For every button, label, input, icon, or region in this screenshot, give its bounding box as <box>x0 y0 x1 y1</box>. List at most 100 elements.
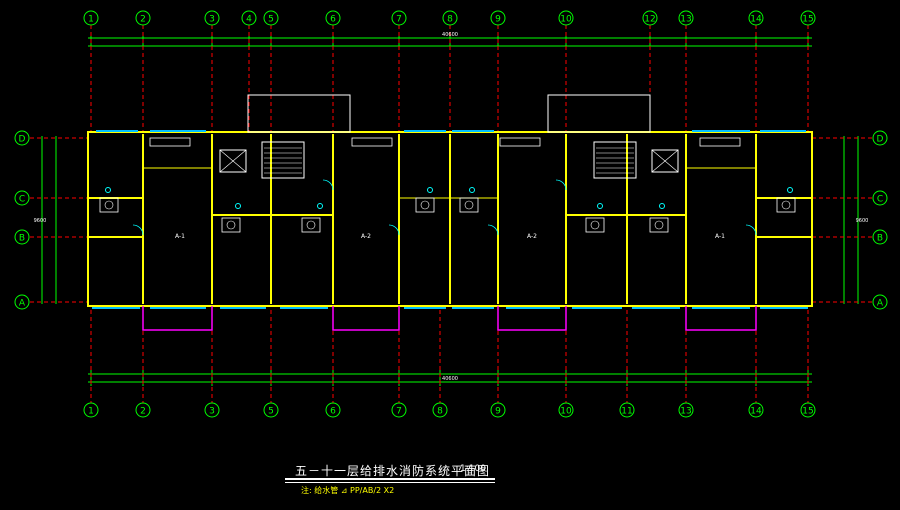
axis-bottom-5-label: 5 <box>268 407 274 417</box>
axis-bottom-9-circle <box>490 402 506 418</box>
axis-left-A-label: A <box>19 299 26 309</box>
axis-top-10-label: 10 <box>560 15 572 25</box>
axis-top-14-label: 14 <box>750 15 762 25</box>
pipe-riser-2 <box>235 203 241 209</box>
outer-wall <box>87 131 813 307</box>
door-swing-4 <box>388 224 400 236</box>
axis-left-C-label: C <box>19 195 25 205</box>
axis-bottom-2-circle <box>135 402 151 418</box>
balcony-2 <box>497 306 567 331</box>
room-label-a2-left: A-2 <box>361 233 371 240</box>
pipe-riser-4 <box>427 187 433 193</box>
axis-top-9-label: 9 <box>495 15 501 25</box>
axis-top-4-circle <box>241 10 257 26</box>
pipe-riser-7 <box>659 203 665 209</box>
stair-right <box>593 141 637 179</box>
kitchen-counter-1 <box>351 137 393 147</box>
fixture-bowl-1 <box>781 200 791 210</box>
axis-top-15-circle <box>800 10 816 26</box>
axis-bottom-10-circle <box>558 402 574 418</box>
pipe-riser-1 <box>787 187 793 193</box>
title-underline <box>285 478 495 480</box>
axis-left-A-circle <box>14 294 30 310</box>
axis-top-12-circle <box>642 10 658 26</box>
axis-top-1-circle <box>83 10 99 26</box>
sanitary-fixture-7 <box>649 217 669 233</box>
axis-left-B-circle <box>14 229 30 245</box>
axis-top-13-circle <box>678 10 694 26</box>
axis-top-5-label: 5 <box>268 15 274 25</box>
sanitary-fixture-2 <box>221 217 241 233</box>
room-label-a2-right: A-2 <box>527 233 537 240</box>
axis-top-14-circle <box>748 10 764 26</box>
axis-top-4-label: 4 <box>246 15 252 25</box>
axis-bottom-15-label: 15 <box>802 407 813 417</box>
sanitary-fixture-3 <box>301 217 321 233</box>
axis-top-6-label: 6 <box>330 15 336 25</box>
axis-bottom-8-circle <box>432 402 448 418</box>
axis-left-D-label: D <box>19 135 26 145</box>
axis-bottom-10-label: 10 <box>560 407 572 417</box>
axis-bottom-14-circle <box>748 402 764 418</box>
top-total-dim: 40600 <box>442 32 458 38</box>
elevator-right <box>651 149 679 173</box>
walls <box>87 94 813 331</box>
fixture-bowl-6 <box>590 220 600 230</box>
bottom-total-dim: 40600 <box>442 376 458 382</box>
door-swing-3 <box>555 179 567 191</box>
axis-bottom-13-circle <box>678 402 694 418</box>
pipe-riser-5 <box>469 187 475 193</box>
axis-left-C-circle <box>14 190 30 206</box>
kitchen-counter-3 <box>699 137 741 147</box>
axis-top-13-label: 13 <box>680 15 691 25</box>
pipe-riser-3 <box>317 203 323 209</box>
drawing-note: 注: 给水管 ⊿ PP/AB/2 X2 <box>301 486 395 495</box>
sanitary-fixture-4 <box>415 197 435 213</box>
axis-right-B-circle <box>872 229 888 245</box>
axis-bottom-6-circle <box>325 402 341 418</box>
kitchen-counter-2 <box>499 137 541 147</box>
door-swing-2 <box>322 179 334 191</box>
sanitary-fixture-1 <box>776 197 796 213</box>
axis-top-12-label: 12 <box>644 15 655 25</box>
axis-right-C-label: C <box>877 195 883 205</box>
axis-bottom-11-label: 11 <box>621 407 632 417</box>
elevator-left <box>219 149 247 173</box>
axis-top-15-label: 15 <box>802 15 813 25</box>
axis-top-6-circle <box>325 10 341 26</box>
axis-bottom-7-label: 7 <box>396 407 402 417</box>
pipe-riser-6 <box>597 203 603 209</box>
balcony-1 <box>332 306 400 331</box>
drawing-scale: 1:100 <box>460 464 486 474</box>
axis-right-D-circle <box>872 130 888 146</box>
fixtures <box>99 137 796 236</box>
axis-top-8-label: 8 <box>447 15 453 25</box>
axis-top-5-circle <box>263 10 279 26</box>
axis-bottom-3-label: 3 <box>209 407 215 417</box>
door-swing-1 <box>745 224 757 236</box>
balcony-3 <box>685 306 757 331</box>
axis-bottom-2-label: 2 <box>140 407 146 417</box>
room-label-a1-right: A-1 <box>715 233 725 240</box>
axis-top-7-circle <box>391 10 407 26</box>
axis-right-B-label: B <box>877 234 883 244</box>
sanitary-fixture-0 <box>99 197 119 213</box>
fixture-bowl-4 <box>420 200 430 210</box>
axis-right-D-label: D <box>877 135 884 145</box>
axis-bottom-8-label: 8 <box>437 407 443 417</box>
axis-bottom-1-label: 1 <box>88 407 94 417</box>
door-swing-5 <box>487 224 499 236</box>
axis-bottom-7-circle <box>391 402 407 418</box>
kitchen-counter-0 <box>149 137 191 147</box>
axis-left-B-label: B <box>19 234 25 244</box>
axis-top-3-label: 3 <box>209 15 215 25</box>
axis-right-C-circle <box>872 190 888 206</box>
axis-top-10-circle <box>558 10 574 26</box>
room-label-a1-left: A-1 <box>175 233 185 240</box>
balcony-0 <box>142 306 213 331</box>
title-underline-thin <box>285 482 495 483</box>
axis-bottom-9-label: 9 <box>495 407 501 417</box>
